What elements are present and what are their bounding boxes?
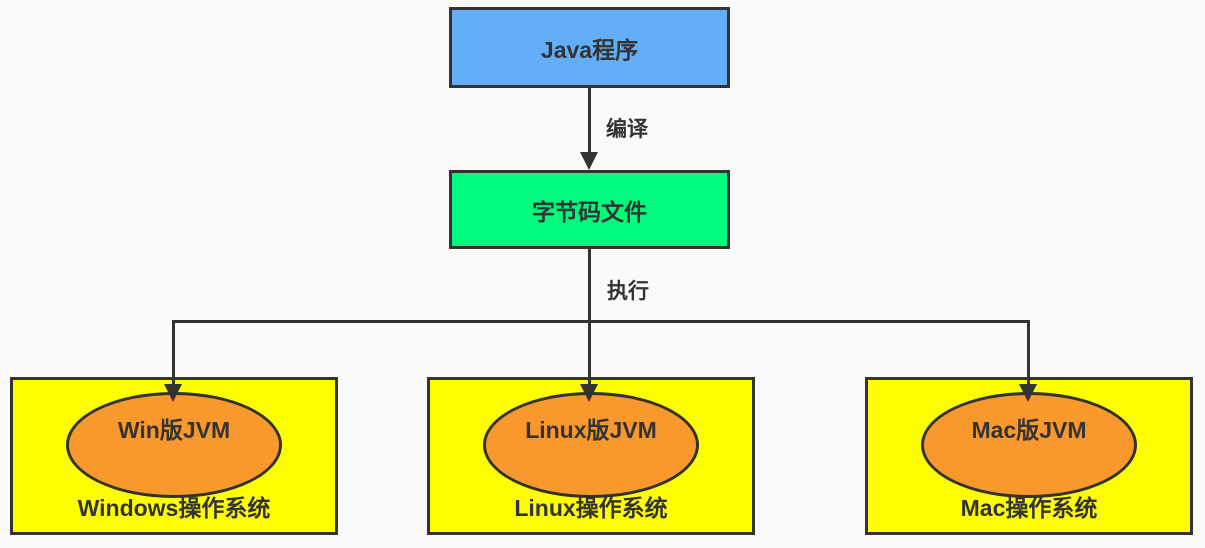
jvm-ellipse-windows-label: Win版JVM <box>117 417 231 443</box>
edge-compile-line <box>588 88 591 152</box>
edge-execute-arrowhead-mac-icon <box>1019 384 1037 402</box>
platform-box-mac: Mac版JVM Mac操作系统 <box>865 377 1193 535</box>
node-bytecode-file-label: 字节码文件 <box>532 198 647 225</box>
jvm-ellipse-linux: Linux版JVM <box>483 392 699 498</box>
jvm-ellipse-mac-label: Mac版JVM <box>971 417 1087 443</box>
jvm-ellipse-linux-label: Linux版JVM <box>525 417 657 443</box>
edge-compile-arrowhead-icon <box>580 152 598 170</box>
os-label-mac: Mac操作系统 <box>960 495 1098 521</box>
edge-execute-arrowhead-linux-icon <box>580 384 598 402</box>
node-java-program-label: Java程序 <box>540 36 639 63</box>
edge-execute-label: 执行 <box>607 280 649 303</box>
os-label-windows: Windows操作系统 <box>77 495 271 521</box>
edge-execute-drop-mac-line <box>1027 320 1030 384</box>
node-bytecode-file: 字节码文件 <box>449 170 730 249</box>
jvm-ellipse-windows: Win版JVM <box>66 392 282 498</box>
edge-compile-label: 编译 <box>606 118 648 141</box>
edge-execute-arrowhead-windows-icon <box>164 384 182 402</box>
jvm-ellipse-mac: Mac版JVM <box>921 392 1137 498</box>
edge-execute-branch-line <box>172 320 1029 323</box>
edge-execute-trunk-line <box>588 249 591 384</box>
platform-box-windows: Win版JVM Windows操作系统 <box>10 377 338 535</box>
os-label-linux: Linux操作系统 <box>514 495 668 521</box>
edge-execute-drop-windows-line <box>172 320 175 384</box>
platform-box-linux: Linux版JVM Linux操作系统 <box>427 377 755 535</box>
node-java-program: Java程序 <box>449 7 730 88</box>
